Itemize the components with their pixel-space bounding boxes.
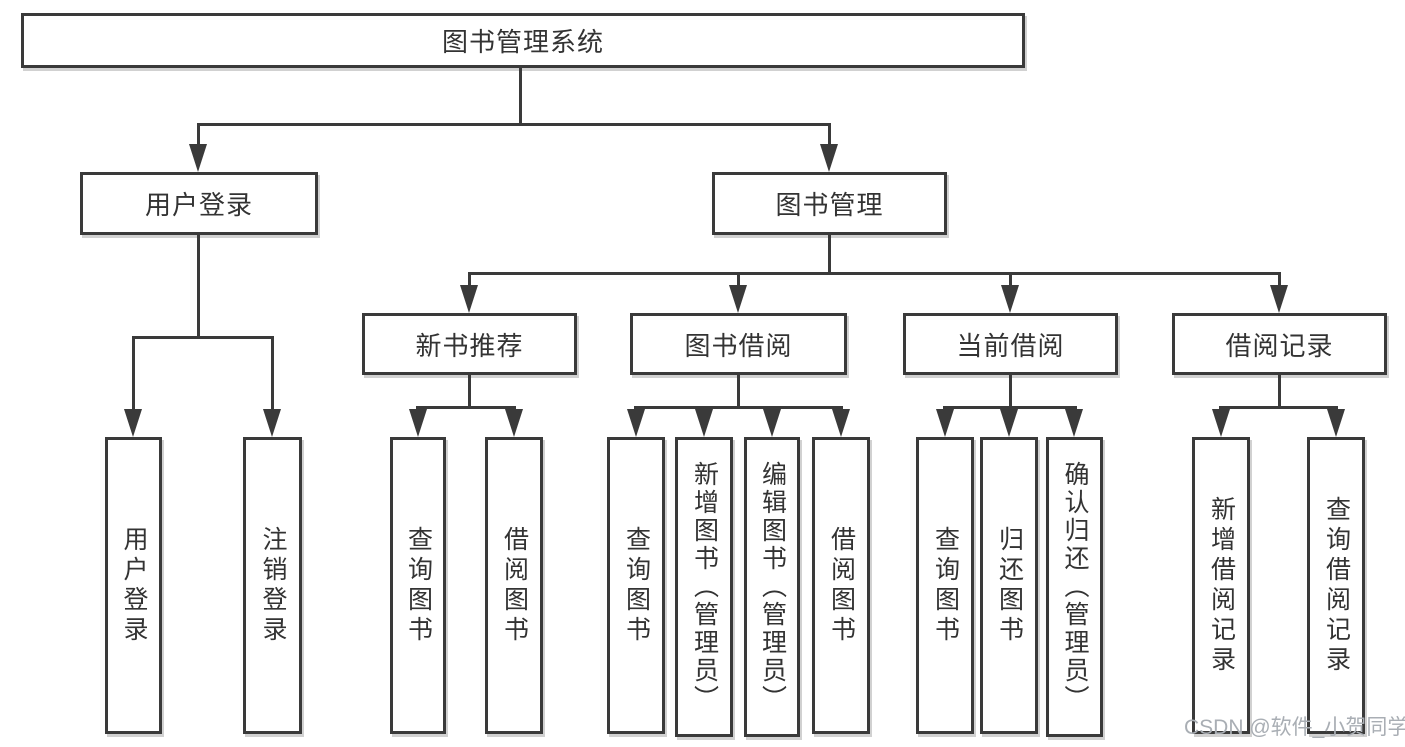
connector-userlogin-rail [132, 336, 274, 339]
connector-arrow-shaft [737, 272, 740, 285]
connector-arrow-shaft [197, 123, 200, 144]
node-label: 借阅图书 [827, 525, 856, 646]
arrowhead-icon [832, 409, 850, 437]
node-label: 编辑图书（管理员） [758, 461, 787, 713]
arrowhead-icon [189, 144, 207, 172]
connector-recommend-rail [416, 406, 516, 409]
node-label: 图书管理系统 [441, 27, 604, 57]
connector-arrow-shaft [1009, 272, 1012, 285]
connector-arrow-shaft [468, 272, 471, 285]
arrowhead-icon [124, 409, 142, 437]
node-book-borrowing: 图书借阅 [630, 313, 847, 375]
node-label: 借阅图书 [500, 525, 529, 646]
connector-current-rail [943, 406, 1077, 409]
node-label: 归还图书 [995, 525, 1024, 646]
arrowhead-icon [1327, 409, 1345, 437]
leaf-query-books-current: 查询图书 [916, 437, 974, 734]
connector-borrowing-rail [634, 406, 843, 409]
node-new-book-recommend: 新书推荐 [362, 313, 577, 375]
connector-records-stem [1278, 375, 1281, 408]
connector-current-stem [1009, 375, 1012, 408]
leaf-query-borrow-record: 查询借阅记录 [1307, 437, 1365, 734]
leaf-return-book: 归还图书 [980, 437, 1038, 734]
node-label: 借阅记录 [1225, 330, 1334, 361]
node-label: 用户登录 [120, 525, 148, 646]
node-label: 图书借阅 [684, 330, 793, 361]
leaf-logout: 注销登录 [243, 437, 302, 734]
arrowhead-icon [1065, 409, 1083, 437]
connector-borrowing-stem [737, 375, 740, 408]
node-label: 注销登录 [259, 525, 287, 646]
connector-userlogin-stem [197, 235, 200, 338]
node-label: 查询借阅记录 [1322, 495, 1351, 676]
leaf-query-books-recommend: 查询图书 [390, 437, 446, 734]
node-borrowing-records: 借阅记录 [1172, 313, 1387, 375]
leaf-query-books-borrowing: 查询图书 [607, 437, 665, 734]
connector-arrow-shaft [1278, 272, 1281, 285]
node-user-login-branch: 用户登录 [80, 172, 318, 235]
arrowhead-icon [460, 285, 478, 313]
arrowhead-icon [1000, 409, 1018, 437]
leaf-add-borrow-record: 新增借阅记录 [1192, 437, 1250, 734]
leaf-borrow-books-borrowing: 借阅图书 [812, 437, 870, 734]
node-label: 当前借阅 [956, 330, 1065, 361]
connector-root-stem [519, 68, 522, 124]
leaf-user-login: 用户登录 [105, 437, 162, 734]
connector-arrow-shaft [271, 336, 274, 409]
arrowhead-icon [820, 144, 838, 172]
node-label: 确认归还（管理员） [1061, 461, 1089, 713]
arrowhead-icon [695, 409, 713, 437]
leaf-edit-book-admin: 编辑图书（管理员） [744, 437, 800, 737]
connector-root-rail [197, 123, 831, 126]
leaf-confirm-return-admin: 确认归还（管理员） [1046, 437, 1103, 737]
node-label: 图书管理 [775, 190, 884, 220]
connector-records-rail [1219, 406, 1338, 409]
node-label: 新书推荐 [415, 330, 524, 361]
arrowhead-icon [936, 409, 954, 437]
leaf-borrow-books-recommend: 借阅图书 [485, 437, 543, 734]
connector-bookmgmt-rail [468, 272, 1281, 275]
arrowhead-icon [1270, 285, 1288, 313]
arrowhead-icon [763, 409, 781, 437]
arrowhead-icon [627, 409, 645, 437]
node-label: 新增借阅记录 [1207, 495, 1236, 676]
connector-arrow-shaft [132, 336, 135, 409]
arrowhead-icon [729, 285, 747, 313]
node-label: 查询图书 [931, 525, 960, 646]
arrowhead-icon [1001, 285, 1019, 313]
node-current-borrowing: 当前借阅 [903, 313, 1118, 375]
node-label: 查询图书 [622, 525, 651, 646]
node-label: 查询图书 [404, 525, 433, 646]
arrowhead-icon [1212, 409, 1230, 437]
arrowhead-icon [263, 409, 281, 437]
node-root-library-system: 图书管理系统 [21, 13, 1025, 68]
arrowhead-icon [505, 409, 523, 437]
csdn-watermark: CSDN @软件_小贺同学 [1184, 716, 1405, 739]
node-label: 新增图书（管理员） [690, 461, 719, 713]
leaf-add-book-admin: 新增图书（管理员） [675, 437, 733, 737]
connector-arrow-shaft [828, 123, 831, 144]
node-label: 用户登录 [144, 190, 253, 220]
connector-recommend-stem [468, 375, 471, 408]
connector-bookmgmt-stem [828, 235, 831, 275]
node-book-management-branch: 图书管理 [712, 172, 947, 235]
arrowhead-icon [409, 409, 427, 437]
